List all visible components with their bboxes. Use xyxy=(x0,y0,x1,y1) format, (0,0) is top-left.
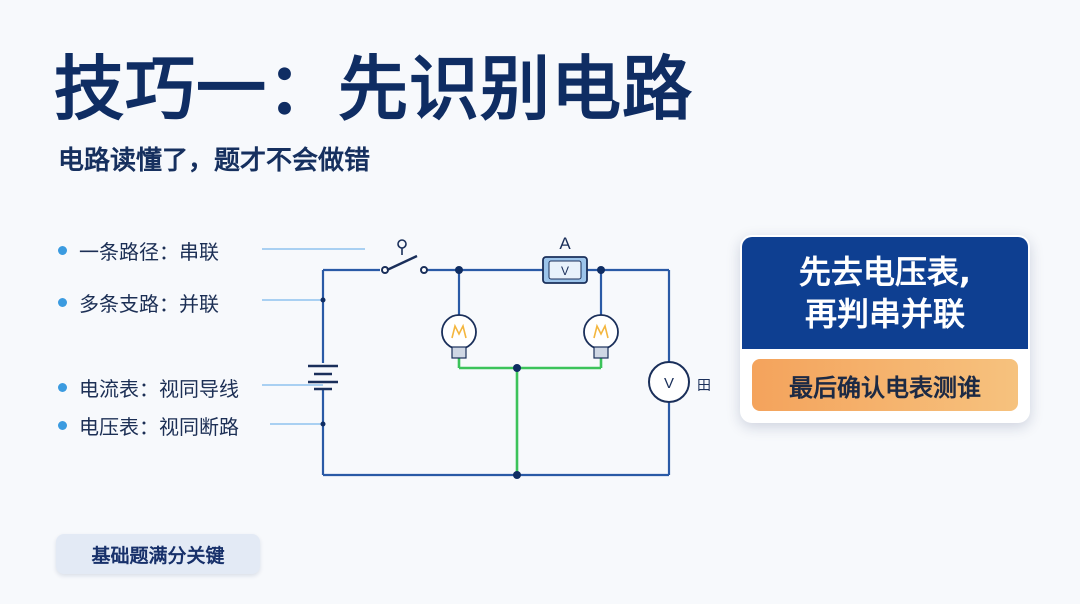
bulb-icon xyxy=(583,314,619,359)
junction-node xyxy=(320,421,326,427)
bullet-label: 电压表：视同断路 xyxy=(79,415,239,439)
bullet-item-series: 一条路径：串联 xyxy=(58,236,219,265)
bullet-dot-icon xyxy=(58,421,67,430)
bullet-label: 一条路径：串联 xyxy=(79,240,219,264)
parallel-branch-wires xyxy=(457,358,603,475)
circuit-wires xyxy=(321,268,671,477)
ammeter-symbol: V xyxy=(561,264,569,278)
bullet-dot-icon xyxy=(58,298,67,307)
junction-node xyxy=(320,297,326,303)
bullet-item-ammeter: 电流表：视同导线 xyxy=(58,373,239,402)
junction-nodes xyxy=(320,266,605,479)
tip-card-footer: 最后确认电表测谁 xyxy=(752,359,1018,411)
bullet-dot-icon xyxy=(58,246,67,255)
junction-node xyxy=(513,364,521,372)
voltmeter-symbol: V xyxy=(664,375,674,392)
junction-node xyxy=(597,266,605,274)
bulb-icon xyxy=(441,314,477,359)
bullet-dot-icon xyxy=(58,383,67,392)
bullet-item-parallel: 多条支路：并联 xyxy=(58,288,219,317)
tip-card-header: 先去电压表, 再判串并联 xyxy=(742,237,1028,349)
bullet-label: 多条支路：并联 xyxy=(79,292,219,316)
ammeter-icon: V A xyxy=(542,234,588,284)
tip-card: 先去电压表, 再判串并联 最后确认电表测谁 xyxy=(740,235,1030,423)
bullet-label: 电流表：视同导线 xyxy=(79,377,239,401)
page-subtitle: 电路读懂了，题才不会做错 xyxy=(58,146,371,176)
junction-node xyxy=(455,266,463,274)
bullet-item-voltmeter: 电压表：视同断路 xyxy=(58,411,239,440)
voltmeter-icon: V 田 xyxy=(648,361,711,403)
pointer-lines xyxy=(262,248,365,425)
junction-node xyxy=(513,471,521,479)
battery-icon xyxy=(308,364,338,391)
page-title: 技巧一：先识别电路 xyxy=(54,48,693,130)
ammeter-label: A xyxy=(559,234,571,253)
tip-card-line2: 再判串并联 xyxy=(804,295,965,333)
switch-icon xyxy=(381,239,428,274)
voltmeter-side-label: 田 xyxy=(697,378,711,394)
key-badge: 基础题满分关键 xyxy=(56,534,260,574)
tip-card-line1: 先去电压表, xyxy=(798,253,972,291)
